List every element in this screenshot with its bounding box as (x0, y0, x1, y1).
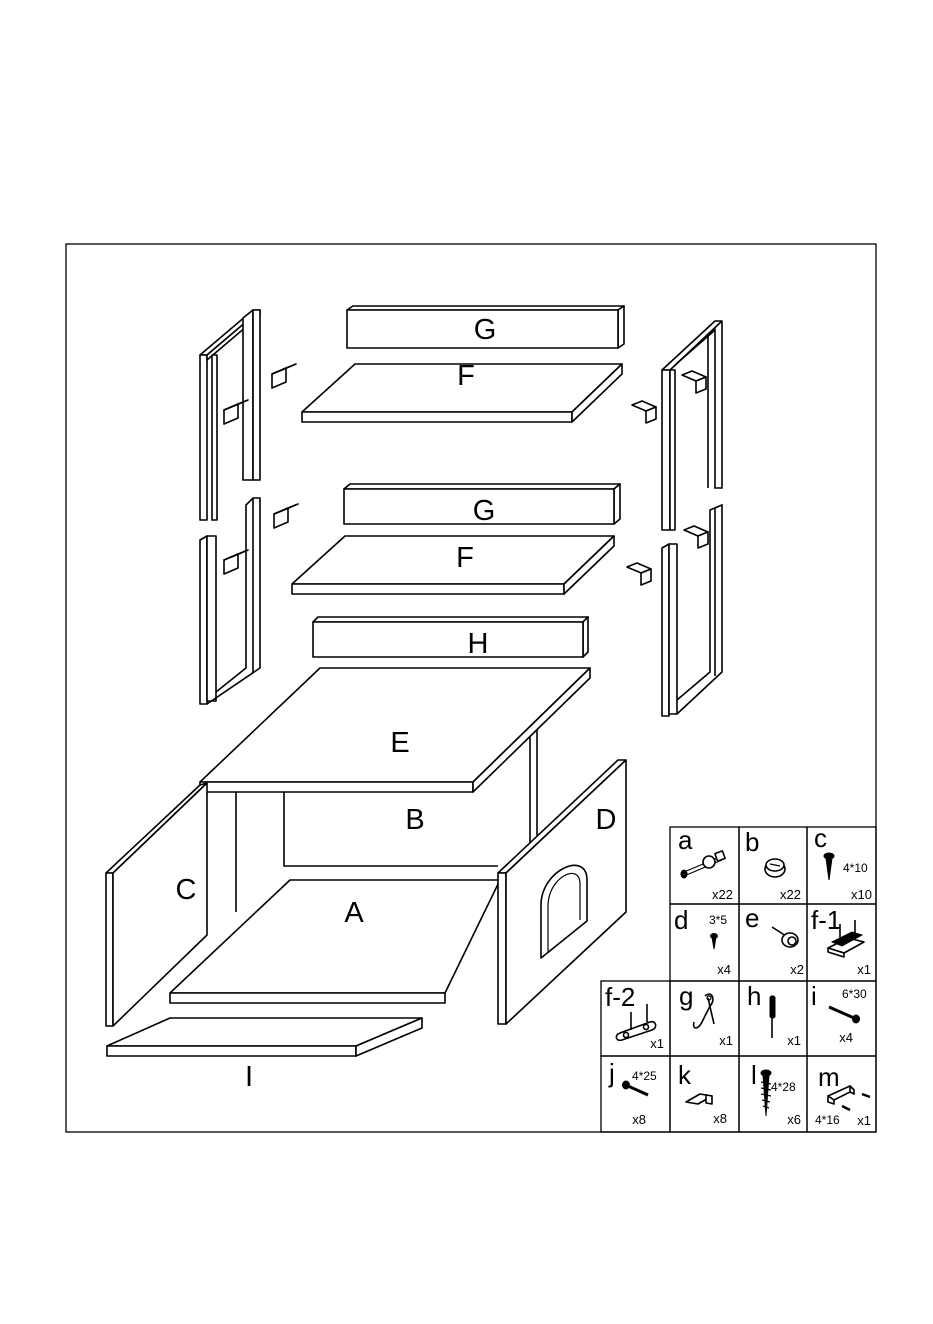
svg-text:4*25: 4*25 (632, 1069, 657, 1083)
svg-text:a: a (678, 825, 693, 855)
wood-screw-icon (761, 1070, 771, 1116)
svg-text:d: d (674, 905, 688, 935)
hardware-b: b x22 (745, 827, 801, 902)
label-b: B (405, 804, 424, 836)
svg-text:x1: x1 (787, 1033, 801, 1048)
svg-text:x22: x22 (780, 887, 801, 902)
svg-text:4*28: 4*28 (771, 1080, 796, 1094)
svg-text:e: e (745, 903, 759, 933)
svg-text:6*30: 6*30 (842, 987, 867, 1001)
svg-text:x1: x1 (650, 1036, 664, 1051)
svg-text:x4: x4 (717, 962, 731, 977)
svg-text:m: m (818, 1062, 840, 1092)
svg-text:g: g (679, 981, 693, 1011)
svg-text:3*5: 3*5 (709, 913, 727, 927)
hardware-j: j 4*25 x8 (608, 1058, 657, 1127)
svg-text:x4: x4 (839, 1030, 853, 1045)
hardware-k: k x8 (678, 1060, 727, 1126)
svg-text:x1: x1 (857, 962, 871, 977)
label-i: I (245, 1061, 253, 1093)
svg-text:x6: x6 (787, 1112, 801, 1127)
svg-text:h: h (747, 981, 761, 1011)
svg-text:x8: x8 (713, 1111, 727, 1126)
hardware-e: e x2 (745, 903, 804, 977)
label-a: A (344, 897, 364, 929)
hardware-a: a x22 (678, 825, 733, 902)
svg-text:l: l (751, 1060, 757, 1090)
svg-text:k: k (678, 1060, 692, 1090)
hardware-l: l 4*28 x6 (751, 1060, 801, 1127)
panel-i (107, 1018, 422, 1056)
svg-text:f-1: f-1 (811, 905, 841, 935)
hardware-c: c 4*10 x10 (814, 823, 872, 902)
label-g-mid: G (473, 495, 496, 527)
svg-text:i: i (811, 981, 817, 1011)
hardware-f-2: f-2 x1 (605, 982, 664, 1051)
hardware-f-1: f-1 x1 (811, 905, 871, 977)
svg-text:4*16: 4*16 (815, 1113, 840, 1127)
hardware-g: g x1 (679, 981, 733, 1048)
cam-lock-icon (765, 859, 785, 877)
svg-text:c: c (814, 823, 827, 853)
panel-h (313, 617, 588, 657)
dowel-knob-icon (772, 927, 798, 947)
svg-text:f-2: f-2 (605, 982, 635, 1012)
angle-bracket-icon (686, 1094, 712, 1104)
screw-icon (623, 1081, 649, 1095)
hardware-m: m 4*16 x1 (815, 1062, 871, 1128)
left-lower-frame (200, 498, 260, 704)
right-upper-frame (662, 321, 722, 530)
svg-text:x1: x1 (857, 1113, 871, 1128)
hardware-i: i 6*30 x4 (811, 981, 867, 1045)
label-c: C (176, 874, 197, 906)
svg-text:x1: x1 (719, 1033, 733, 1048)
screwdriver-icon (770, 996, 775, 1038)
svg-text:x2: x2 (790, 962, 804, 977)
double-hook-icon (694, 994, 714, 1028)
svg-text:x8: x8 (632, 1112, 646, 1127)
right-lower-frame (662, 505, 722, 716)
small-screw-icon (711, 934, 718, 950)
svg-text:x10: x10 (851, 887, 872, 902)
svg-text:b: b (745, 827, 759, 857)
label-d: D (596, 804, 617, 836)
svg-text:4*10: 4*10 (843, 861, 868, 875)
screw-icon (824, 853, 834, 880)
label-g-top: G (474, 314, 497, 346)
svg-text:x22: x22 (712, 887, 733, 902)
label-h: H (468, 628, 489, 660)
hardware-d: d 3*5 x4 (674, 905, 731, 977)
panel-f-mid (292, 536, 614, 594)
label-f-mid: F (456, 542, 474, 574)
label-f-top: F (457, 360, 475, 392)
label-e: E (390, 727, 409, 759)
svg-text:j: j (608, 1058, 615, 1088)
long-screw-icon (829, 1007, 860, 1023)
panel-a (170, 880, 500, 1003)
hardware-h: h x1 (747, 981, 801, 1048)
